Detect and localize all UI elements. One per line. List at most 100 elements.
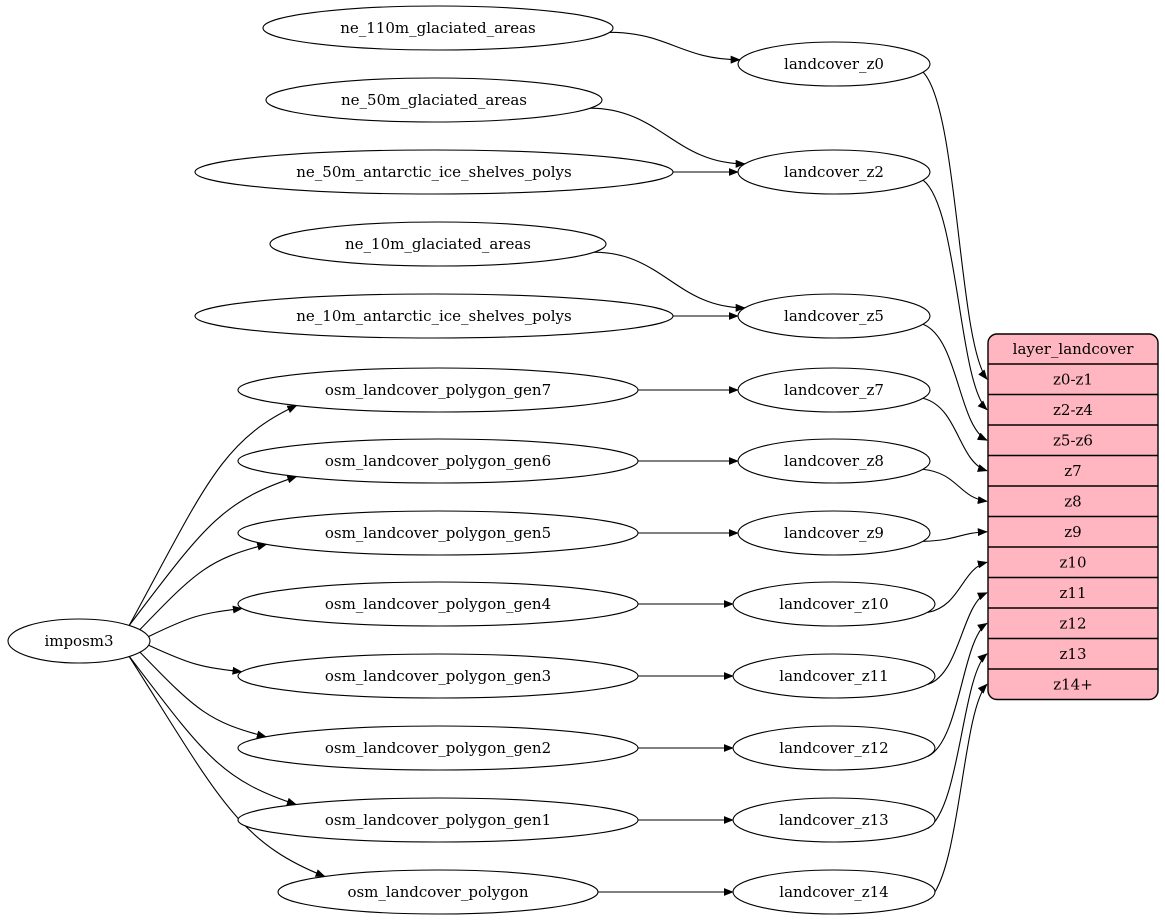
table-row-row-z0-z1[interactable]: z0-z1 [1053, 370, 1093, 388]
node-label: ne_50m_antarctic_ice_shelves_polys [296, 163, 571, 181]
node-ellipse [269, 221, 607, 267]
node-label: landcover_z8 [784, 452, 884, 470]
node-ellipse [732, 581, 936, 627]
edge-z7-to-row-z7 [923, 397, 988, 472]
edge-imposm3-to-gen4 [148, 605, 243, 638]
node-ellipse [237, 510, 639, 556]
table-row-row-z9[interactable]: z9 [1064, 523, 1081, 541]
node-z0[interactable]: landcover_z0 [737, 41, 931, 87]
node-ellipse [737, 367, 931, 413]
node-ellipse [732, 725, 936, 771]
node-label: ne_110m_glaciated_areas [340, 19, 536, 37]
node-ellipse [237, 725, 639, 771]
node-imposm3[interactable]: imposm3 [7, 618, 151, 664]
node-ellipse [237, 653, 639, 699]
node-ellipse [265, 77, 603, 123]
node-label: osm_landcover_polygon_gen3 [325, 667, 551, 685]
node-gen7[interactable]: osm_landcover_polygon_gen7 [237, 367, 639, 413]
node-ellipse [737, 41, 931, 87]
node-ellipse [237, 797, 639, 843]
node-z12[interactable]: landcover_z12 [732, 725, 936, 771]
edge-imposm3-to-gen1 [128, 656, 297, 806]
node-poly[interactable]: osm_landcover_polygon [277, 869, 599, 915]
node-ellipse [277, 869, 599, 915]
node-gen5[interactable]: osm_landcover_polygon_gen5 [237, 510, 639, 556]
table-row-row-z2-z4[interactable]: z2-z4 [1053, 401, 1093, 419]
table-row-row-z5-z6[interactable]: z5-z6 [1053, 431, 1093, 449]
node-ne10g[interactable]: ne_10m_glaciated_areas [269, 221, 607, 267]
table-row-row-z14plus[interactable]: z14+ [1053, 675, 1093, 693]
edge-imposm3-to-gen6 [128, 475, 298, 626]
edge-imposm3-to-gen3 [148, 644, 243, 675]
edge-layer [128, 31, 988, 901]
table-header-label: layer_landcover [1013, 340, 1135, 358]
node-ne50a[interactable]: ne_50m_antarctic_ice_shelves_polys [194, 149, 674, 195]
node-ellipse [732, 869, 936, 915]
edge-z0-to-row-z0-z1 [922, 71, 988, 380]
node-label: osm_landcover_polygon_gen1 [325, 811, 551, 829]
node-ellipse [732, 653, 936, 699]
edge-z8-to-row-z8 [923, 468, 988, 504]
node-gen3[interactable]: osm_landcover_polygon_gen3 [237, 653, 639, 699]
table-row-row-z8[interactable]: z8 [1064, 492, 1081, 510]
table-row-row-z10[interactable]: z10 [1060, 553, 1087, 571]
edge-z13-to-row-z13 [927, 653, 988, 829]
node-z5[interactable]: landcover_z5 [737, 293, 931, 339]
table-border [987, 333, 1159, 701]
table-row-row-z12[interactable]: z12 [1060, 614, 1087, 632]
table-layer: z0-z1 z2-z4 z5-z6 z7 z8 z9 z10 z11 z12 z13 z14+ lay… [987, 333, 1159, 701]
node-label: ne_10m_antarctic_ice_shelves_polys [296, 307, 571, 325]
edge-ne50g-to-z2 [589, 107, 746, 168]
node-label: osm_landcover_polygon_gen7 [325, 381, 551, 399]
node-label: landcover_z12 [779, 739, 888, 757]
node-ellipse [237, 438, 639, 484]
node-label: landcover_z13 [779, 811, 888, 829]
node-z13[interactable]: landcover_z13 [732, 797, 936, 843]
node-z9[interactable]: landcover_z9 [737, 510, 931, 556]
node-gen6[interactable]: osm_landcover_polygon_gen6 [237, 438, 639, 484]
node-ellipse [7, 618, 151, 664]
node-gen4[interactable]: osm_landcover_polygon_gen4 [237, 581, 639, 627]
edge-z2-to-row-z2-z4 [922, 179, 988, 411]
node-ne10a[interactable]: ne_10m_antarctic_ice_shelves_polys [194, 293, 674, 339]
node-z14[interactable]: landcover_z14 [732, 869, 936, 915]
node-ellipse [737, 438, 931, 484]
table-row-row-z13[interactable]: z13 [1060, 645, 1087, 663]
node-ne50g[interactable]: ne_50m_glaciated_areas [265, 77, 603, 123]
node-z8[interactable]: landcover_z8 [737, 438, 931, 484]
node-gen1[interactable]: osm_landcover_polygon_gen1 [237, 797, 639, 843]
node-ellipse [737, 293, 931, 339]
edge-imposm3-to-gen2 [139, 651, 267, 739]
edge-z9-to-row-z9 [923, 528, 988, 542]
node-ellipse [194, 149, 674, 195]
edge-z10-to-row-z10 [927, 560, 988, 613]
edge-z5-to-row-z5-z6 [923, 323, 988, 441]
edge-z14-to-row-z14plus [927, 683, 988, 901]
node-ellipse [194, 293, 674, 339]
node-layer: imposm3 ne_110m_glaciated_areas ne_50m_gla… [7, 5, 936, 915]
table-row-row-z11[interactable]: z11 [1060, 584, 1087, 602]
node-label: osm_landcover_polygon_gen5 [325, 524, 551, 542]
node-ellipse [737, 149, 931, 195]
node-ellipse [732, 797, 936, 843]
node-label: landcover_z0 [784, 55, 884, 73]
node-z10[interactable]: landcover_z10 [732, 581, 936, 627]
node-label: landcover_z14 [779, 883, 888, 901]
node-label: ne_50m_glaciated_areas [341, 91, 527, 109]
node-z2[interactable]: landcover_z2 [737, 149, 931, 195]
node-label: osm_landcover_polygon_gen4 [325, 595, 551, 613]
node-z7[interactable]: landcover_z7 [737, 367, 931, 413]
node-label: landcover_z7 [784, 381, 884, 399]
node-ellipse [237, 367, 639, 413]
node-gen2[interactable]: osm_landcover_polygon_gen2 [237, 725, 639, 771]
edge-imposm3-to-gen7 [128, 405, 298, 626]
node-ellipse [262, 5, 614, 51]
edge-z11-to-row-z11 [927, 592, 988, 685]
node-label: osm_landcover_polygon_gen2 [325, 739, 551, 757]
table-row-row-z7[interactable]: z7 [1064, 462, 1081, 480]
node-label: osm_landcover_polygon_gen6 [325, 452, 551, 470]
node-label: osm_landcover_polygon [347, 883, 528, 901]
node-ne110g[interactable]: ne_110m_glaciated_areas [262, 5, 614, 51]
node-z11[interactable]: landcover_z11 [732, 653, 936, 699]
